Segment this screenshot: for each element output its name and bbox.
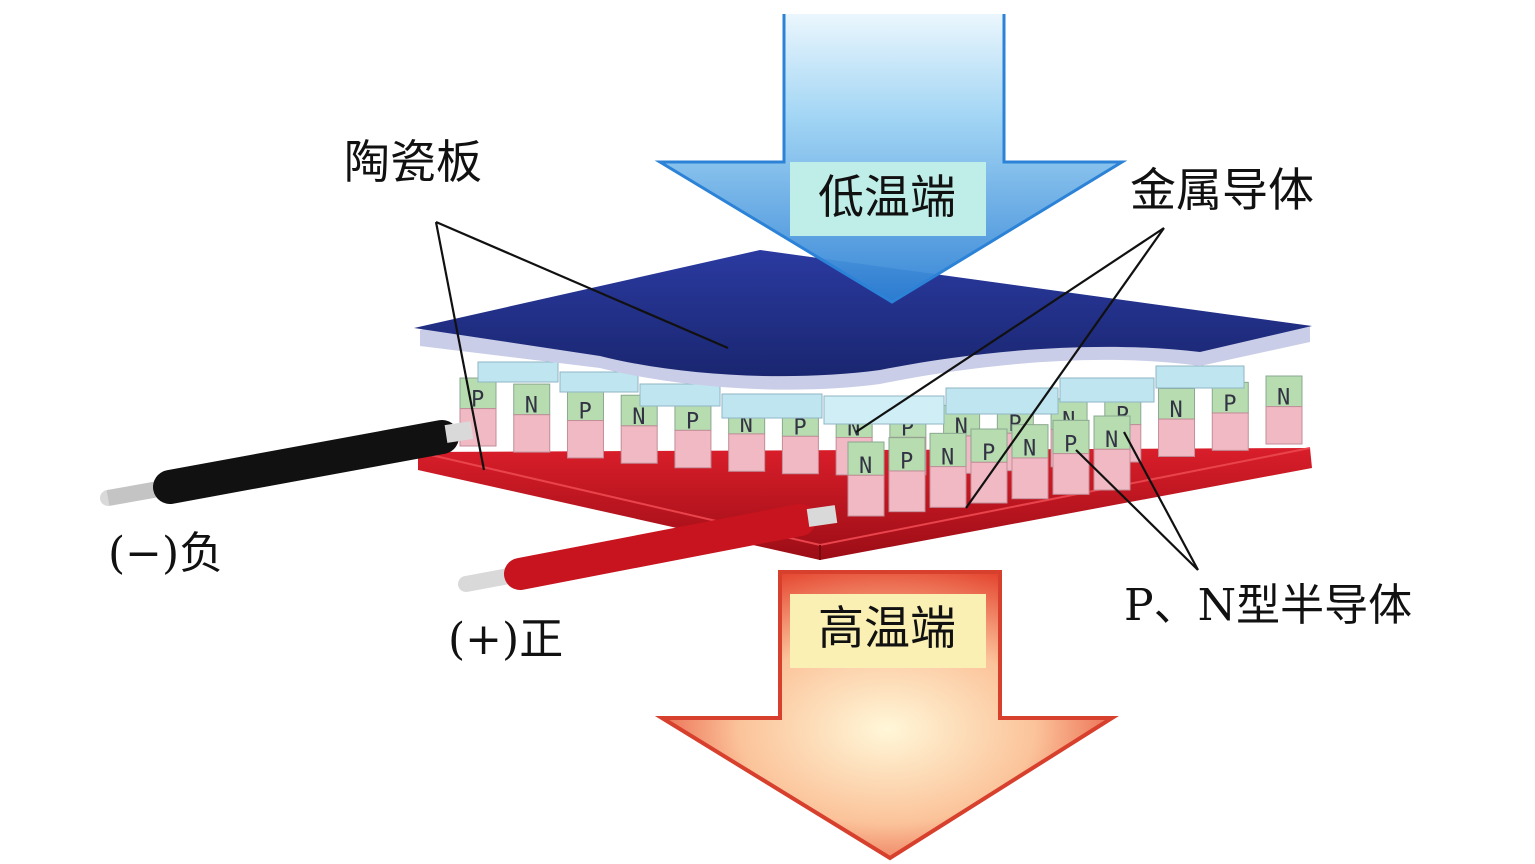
pellet-front-1: P — [888, 437, 926, 513]
pellet-back-1: N — [513, 383, 551, 453]
pellet-letter: N — [525, 394, 538, 419]
ceramic-plate-label: 陶瓷板 — [344, 135, 482, 189]
positive-lead-label: (+)正 — [448, 614, 563, 665]
metal-conductor-strips — [477, 361, 1245, 425]
cold-end-label: 低温端 — [818, 170, 956, 224]
cold-end-arrow — [654, 14, 1128, 304]
pellet-back-3: N — [620, 394, 658, 464]
pellet-letter: P — [578, 399, 591, 424]
top-ceramic-plate — [414, 250, 1312, 390]
pellet-letter: P — [982, 441, 995, 466]
pellet-letter: N — [941, 445, 954, 470]
pellet-back-15: N — [1265, 375, 1303, 445]
pellet-back-6: P — [781, 405, 819, 475]
pellet-back-14: P — [1211, 381, 1249, 451]
pellet-letter: P — [471, 388, 484, 413]
pellet-front-5: P — [1052, 419, 1090, 495]
pn-semiconductor-label: P、N型半导体 — [1124, 580, 1412, 631]
pellet-letter: P — [1223, 392, 1236, 417]
pellet-letter: N — [859, 454, 872, 479]
pellet-letter: N — [740, 413, 753, 438]
positive-wire — [458, 504, 838, 592]
hot-end-arrow — [654, 570, 1119, 861]
pellet-back-13: N — [1158, 387, 1196, 457]
cold-end-label-bg — [790, 162, 986, 236]
pellet-letter: N — [632, 405, 645, 430]
pellet-letter: P — [793, 415, 806, 440]
pellet-letter: P — [900, 450, 913, 475]
hot-end-label-bg — [790, 594, 986, 668]
pellet-back-4: P — [674, 399, 712, 469]
pellet-letter: N — [1170, 398, 1183, 423]
metal-conductor-label: 金属导体 — [1130, 163, 1314, 217]
pellet-letter: P — [686, 409, 699, 434]
pellet-front-2: N — [929, 432, 967, 508]
leader-lines — [434, 220, 1199, 571]
pellet-letter: N — [1277, 386, 1290, 411]
pellet-front-6: N — [1093, 415, 1131, 491]
pellet-front-0: N — [847, 441, 885, 517]
pellet-letter: N — [1105, 428, 1118, 453]
pellet-letter: P — [1064, 432, 1077, 457]
negative-wire — [100, 420, 474, 506]
hot-end-label: 高温端 — [818, 601, 956, 655]
pellet-back-2: P — [566, 389, 604, 459]
pellet-letter: N — [1023, 437, 1036, 462]
negative-lead-label: (−)负 — [108, 528, 223, 579]
pellet-front-4: N — [1011, 424, 1049, 500]
